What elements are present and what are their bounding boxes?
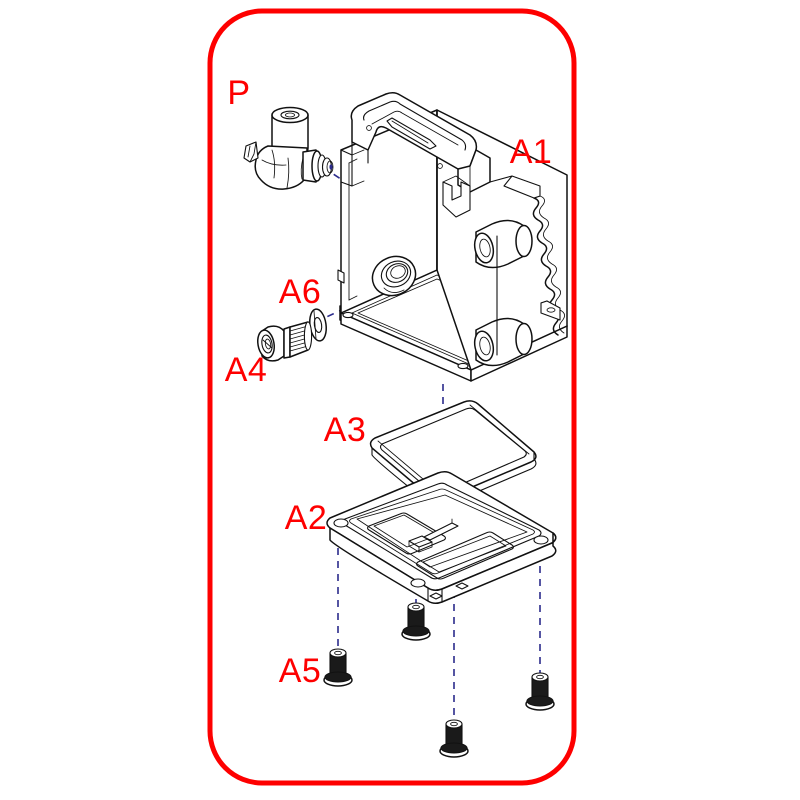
part-P-solenoid-valve-fitting [243, 106, 334, 190]
flange-screw-1 [323, 648, 353, 687]
part-A4-hex-socket-bolt [257, 321, 313, 362]
flange-screw-4 [525, 672, 555, 711]
callout-A1: A1 [510, 133, 553, 171]
red-border-frame [207, 8, 577, 786]
housing-upper-boss [473, 219, 533, 269]
flange-screw-3 [439, 719, 469, 758]
callout-P: P [227, 74, 250, 112]
part-A1-main-housing-body [337, 91, 568, 382]
housing-top-handle [350, 91, 491, 193]
flange-screw-2 [401, 602, 431, 641]
callout-A6: A6 [279, 273, 322, 311]
callout-A4: A4 [225, 351, 268, 389]
callout-labels: P A1 A6 A4 A3 A2 A5 [225, 74, 553, 690]
callout-A5: A5 [279, 652, 322, 690]
part-A3-gasket-seal-frame [369, 400, 537, 508]
part-A2-cover-plate [326, 470, 557, 605]
housing-front-port [371, 255, 417, 297]
callout-A2: A2 [285, 499, 328, 537]
callout-A3: A3 [324, 411, 367, 449]
part-A5-flange-screws [323, 602, 555, 758]
housing-lower-boss [473, 317, 533, 367]
